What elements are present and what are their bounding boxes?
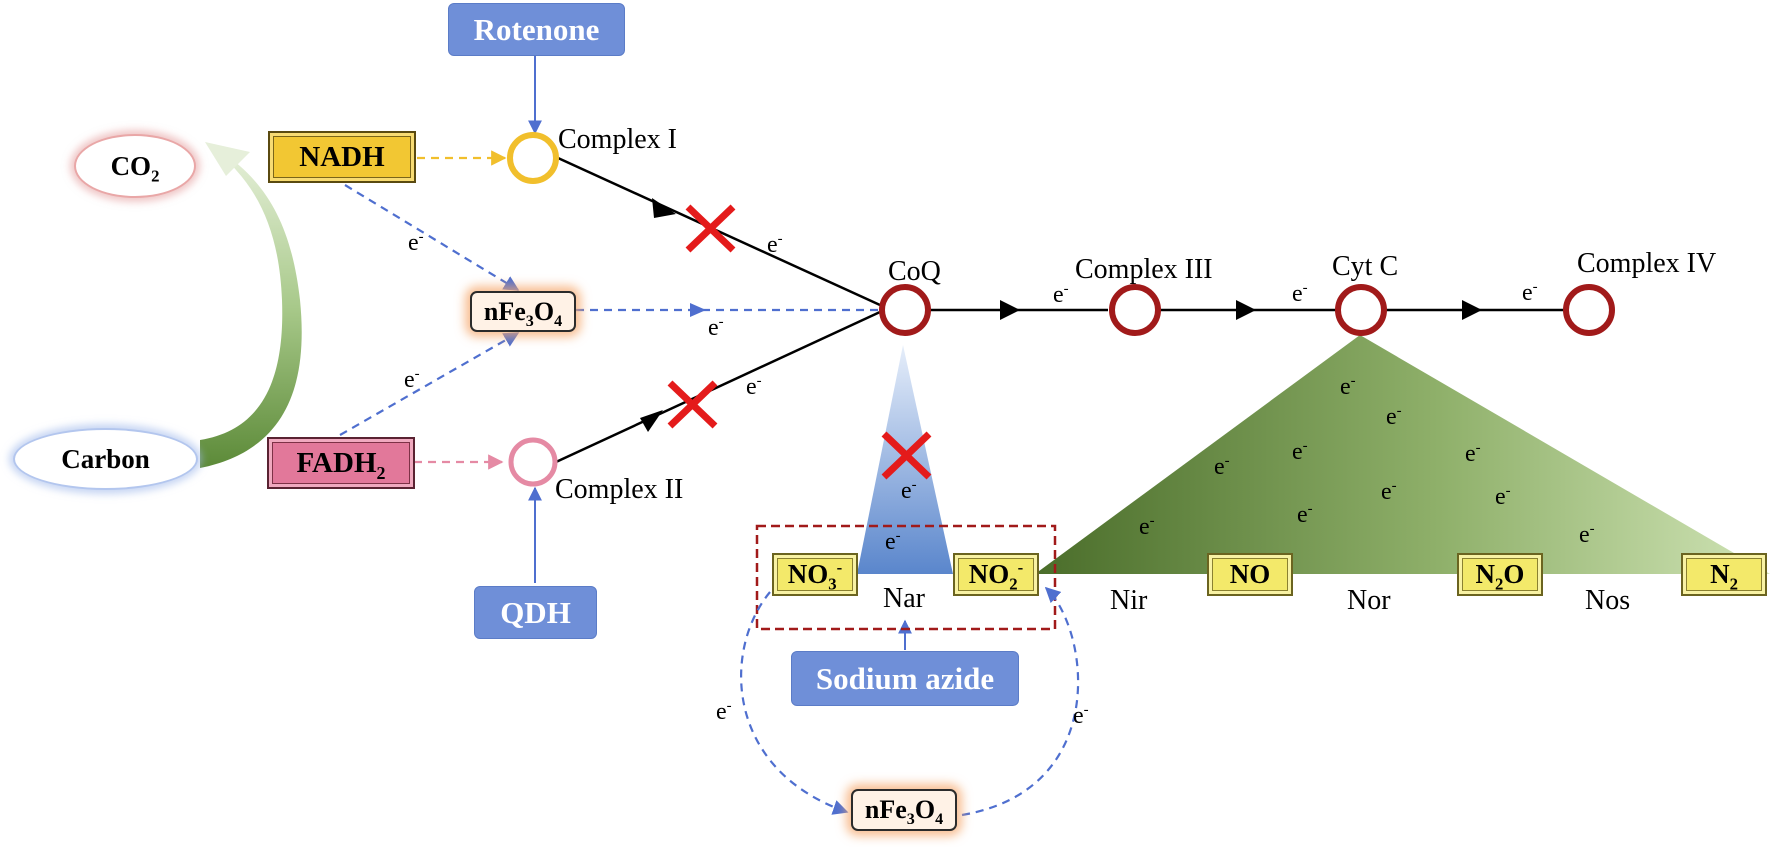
qdh-label: QDH [500,594,571,630]
rotenone-label: Rotenone [473,11,600,47]
cross-icon-complex-i [685,204,736,253]
no-label: NO [1229,559,1271,589]
complex-iii-icon [1109,284,1161,336]
nfe3o4-label-bottom: nFe3O4 [864,795,944,829]
complex-ii-arrowhead [640,410,663,432]
carbon-to-co2-arrow [200,146,302,468]
n2o-label: N2O [1475,559,1525,594]
cytc-label: Cyt C [1332,251,1399,282]
complex-ii-label: Complex II [555,474,684,505]
fadh2-box: FADH2 [267,437,415,489]
electron-label: e- [404,366,420,393]
cross-icon-complex-ii [667,380,718,429]
coq-icon [879,284,931,336]
electron-label: e- [1139,513,1155,540]
arrowhead-2 [1236,300,1256,320]
electron-label: e- [1053,281,1069,308]
electron-label: e- [1522,279,1538,306]
co2-ellipse: CO2 [74,134,196,198]
no3-label: NO3- [787,558,843,594]
electron-label: e- [716,698,732,725]
nfe3o4-to-no2-arc [961,586,1080,817]
qdh-box: QDH [474,586,597,639]
no2-label: NO2- [968,558,1024,594]
complex-ii-to-coq [555,310,881,464]
nfe3o4-box-top: nFe3O4 [470,291,576,332]
fadh2-label: FADH2 [296,446,386,483]
complex-i-to-coq [557,156,881,307]
nadh-to-nfe3o4 [344,184,520,291]
nadh-label: NADH [299,140,385,173]
coq-label: CoQ [888,256,941,287]
rotenone-box: Rotenone [448,3,625,56]
nadh-box: NADH [268,131,416,183]
electron-label: e- [1292,438,1308,465]
electron-label: e- [1297,501,1313,528]
co2-label: CO2 [110,150,160,185]
arrowhead-1 [1000,300,1020,320]
n2-box: N2 [1681,553,1767,596]
electron-label: e- [1495,483,1511,510]
fadh2-to-nfe3o4 [339,332,520,436]
electron-label: e- [1214,453,1230,480]
electron-label: e- [708,314,724,341]
electron-label: e- [1381,478,1397,505]
electron-label: e- [1073,702,1089,729]
denitrification-triangle [1035,335,1770,574]
nfe3o4-label-top: nFe3O4 [483,296,563,330]
no3-box: NO3- [772,553,858,596]
n2o-box: N2O [1457,553,1543,596]
electron-label: e- [1465,440,1481,467]
electron-label: e- [746,373,762,400]
nor-label: Nor [1347,585,1391,616]
electron-label: e- [1292,280,1308,307]
cytc-icon [1335,284,1387,336]
nfe3o4-box-bottom: nFe3O4 [851,789,957,831]
carbon-label: Carbon [61,443,150,474]
nfe3o4-to-coq-head [690,303,706,317]
nos-label: Nos [1585,585,1631,616]
n2-label: N2 [1710,559,1738,594]
complex-i-label: Complex I [558,124,677,155]
co2-arrowhead [205,142,250,176]
no-box: NO [1207,553,1293,596]
complex-iv-label: Complex IV [1577,248,1717,279]
no3-to-nfe3o4-arc [740,591,849,815]
complex-iv-icon [1563,284,1615,336]
nir-label: Nir [1110,585,1148,616]
electron-label: e- [408,229,424,256]
electron-label: e- [885,528,901,555]
electron-label: e- [901,477,917,504]
complex-i-arrowhead [652,198,676,218]
nar-inhibition-box [755,524,1057,631]
carbon-ellipse: Carbon [13,428,198,490]
electron-label: e- [767,231,783,258]
electron-label: e- [1579,521,1595,548]
sodium-azide-box: Sodium azide [791,651,1019,706]
sodium-azide-label: Sodium azide [815,660,995,696]
complex-iii-label: Complex III [1075,254,1213,285]
arrowhead-3 [1462,300,1482,320]
nar-label: Nar [883,583,925,614]
no2-box: NO2- [953,553,1039,596]
complex-i-icon [507,132,559,184]
complex-ii-icon [508,437,558,487]
cross-icon-nar [881,431,932,480]
electron-label: e- [1340,373,1356,400]
electron-label: e- [1386,403,1402,430]
